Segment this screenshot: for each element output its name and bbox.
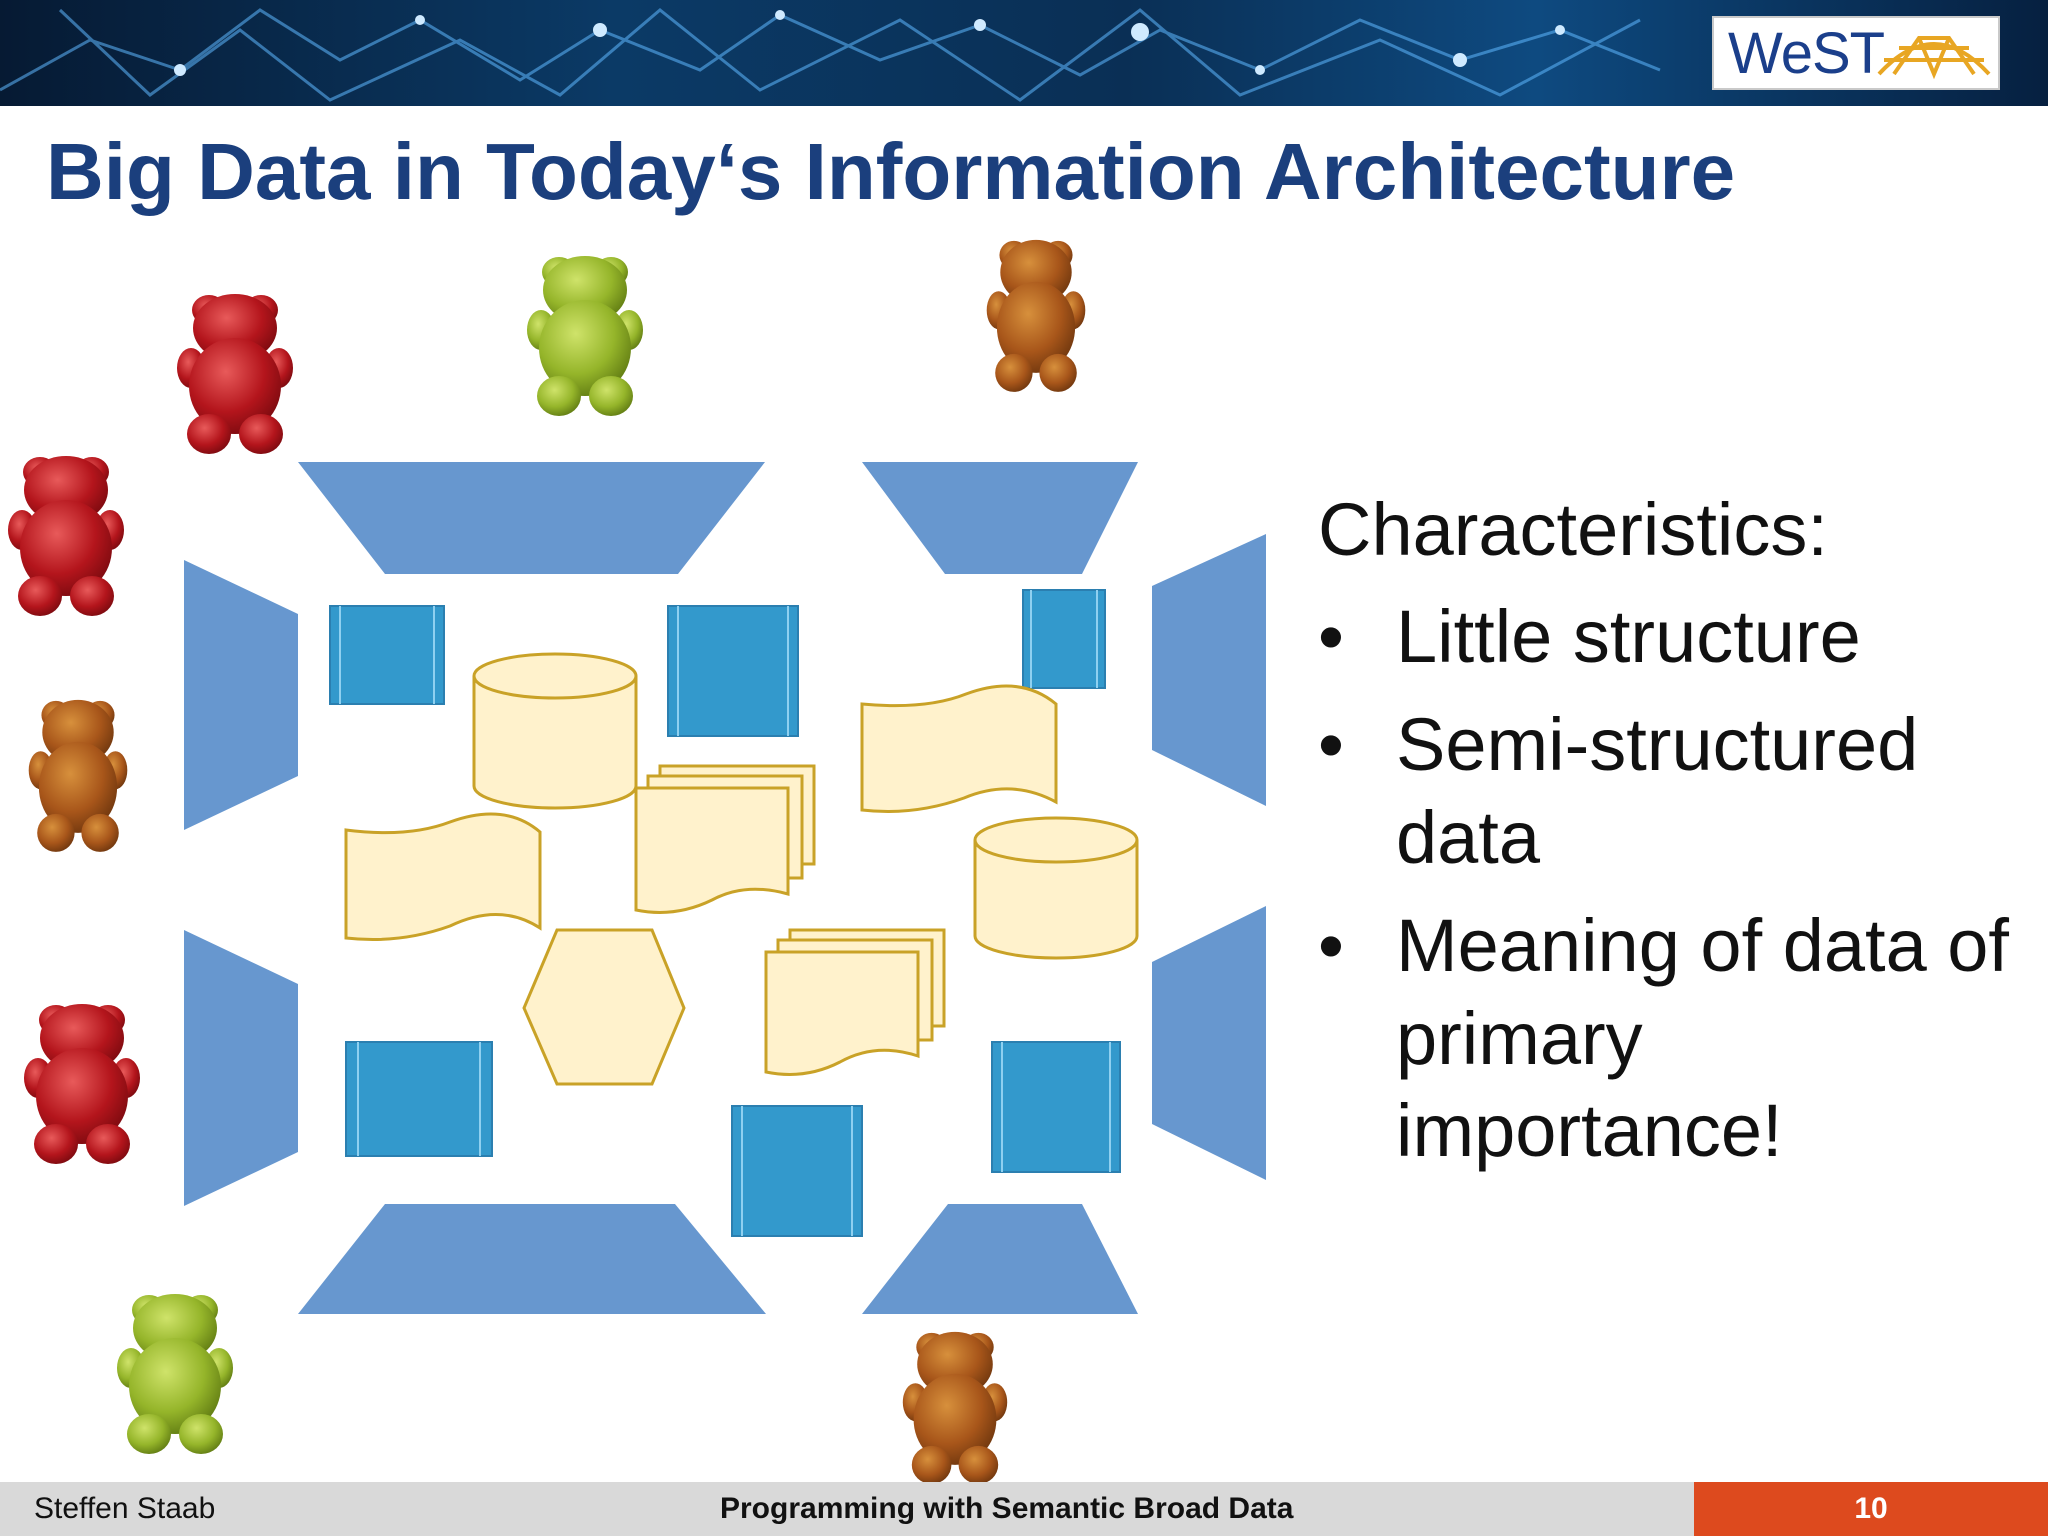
network-background [0, 8, 1661, 102]
trapezoid-top-right [862, 462, 1138, 574]
trapezoid-top-left [298, 462, 765, 574]
list-item: • Meaning of data of primary importance! [1318, 900, 2048, 1178]
header-banner: WeST [0, 0, 2048, 106]
slide-title: Big Data in Today‘s Information Architec… [46, 127, 1736, 216]
trapezoid-bottom-right [862, 1204, 1138, 1314]
west-logo: WeST [1712, 16, 2000, 90]
database-cylinder-icon [973, 816, 1139, 960]
gummy-bear-orange-icon [986, 239, 1086, 392]
characteristics-panel: Characteristics: • Little structure • Se… [1318, 484, 2048, 1194]
square-inner-lines [339, 590, 1111, 1236]
characteristics-list: • Little structure • Semi-structured dat… [1318, 591, 2048, 1178]
list-item-text: Little structure [1396, 594, 1861, 678]
multi-document-icon [634, 764, 816, 914]
hexagon-shape [522, 928, 686, 1086]
bullet-icon: • [1318, 594, 1344, 678]
square-4 [345, 1041, 493, 1157]
gummy-bear-orange-icon [28, 699, 128, 852]
slide-footer: Steffen Staab Programming with Semantic … [0, 1482, 2048, 1536]
bullet-icon: • [1318, 703, 1344, 786]
database-cylinder-icon [472, 652, 638, 810]
trapezoid-shapes [184, 462, 1266, 1314]
characteristics-heading: Characteristics: [1318, 488, 1828, 571]
gummy-bear-orange-icon [902, 1331, 1008, 1482]
square-shapes [329, 589, 1121, 1237]
trapezoid-bottom-left [298, 1204, 766, 1314]
page-number: 10 [1694, 1482, 2048, 1536]
gummy-bear-red-icon [177, 294, 293, 454]
gummy-bear-green-icon [527, 256, 643, 416]
square-2 [667, 605, 799, 737]
gummy-bear-red-icon [24, 1004, 140, 1164]
square-5 [731, 1105, 863, 1237]
logo-text: WeST [1728, 21, 1885, 86]
multi-document-icon [764, 928, 946, 1076]
dome-logo-icon [1877, 36, 1991, 80]
footer-course-title: Programming with Semantic Broad Data [720, 1492, 1294, 1525]
tape-document-icon [860, 684, 1058, 813]
square-1 [329, 605, 445, 705]
trapezoid-right-upper [1152, 534, 1266, 806]
tape-document-icon [344, 812, 542, 941]
square-6 [991, 1041, 1121, 1173]
architecture-diagram [8, 239, 1266, 1482]
square-3 [1022, 589, 1106, 689]
list-item: • Little structure [1318, 591, 2048, 684]
footer-author: Steffen Staab [34, 1492, 216, 1525]
list-item-text: Meaning of data of primary importance! [1396, 904, 2009, 1172]
trapezoid-right-lower [1152, 906, 1266, 1180]
trapezoid-left-upper [184, 560, 298, 830]
list-item-text: Semi-structured data [1396, 703, 1919, 879]
gummy-bear-green-icon [117, 1294, 233, 1454]
gummy-bear-red-icon [8, 456, 124, 616]
list-item: • Semi-structured data [1318, 699, 2048, 884]
trapezoid-left-lower [184, 930, 298, 1206]
bullet-icon: • [1318, 904, 1344, 987]
